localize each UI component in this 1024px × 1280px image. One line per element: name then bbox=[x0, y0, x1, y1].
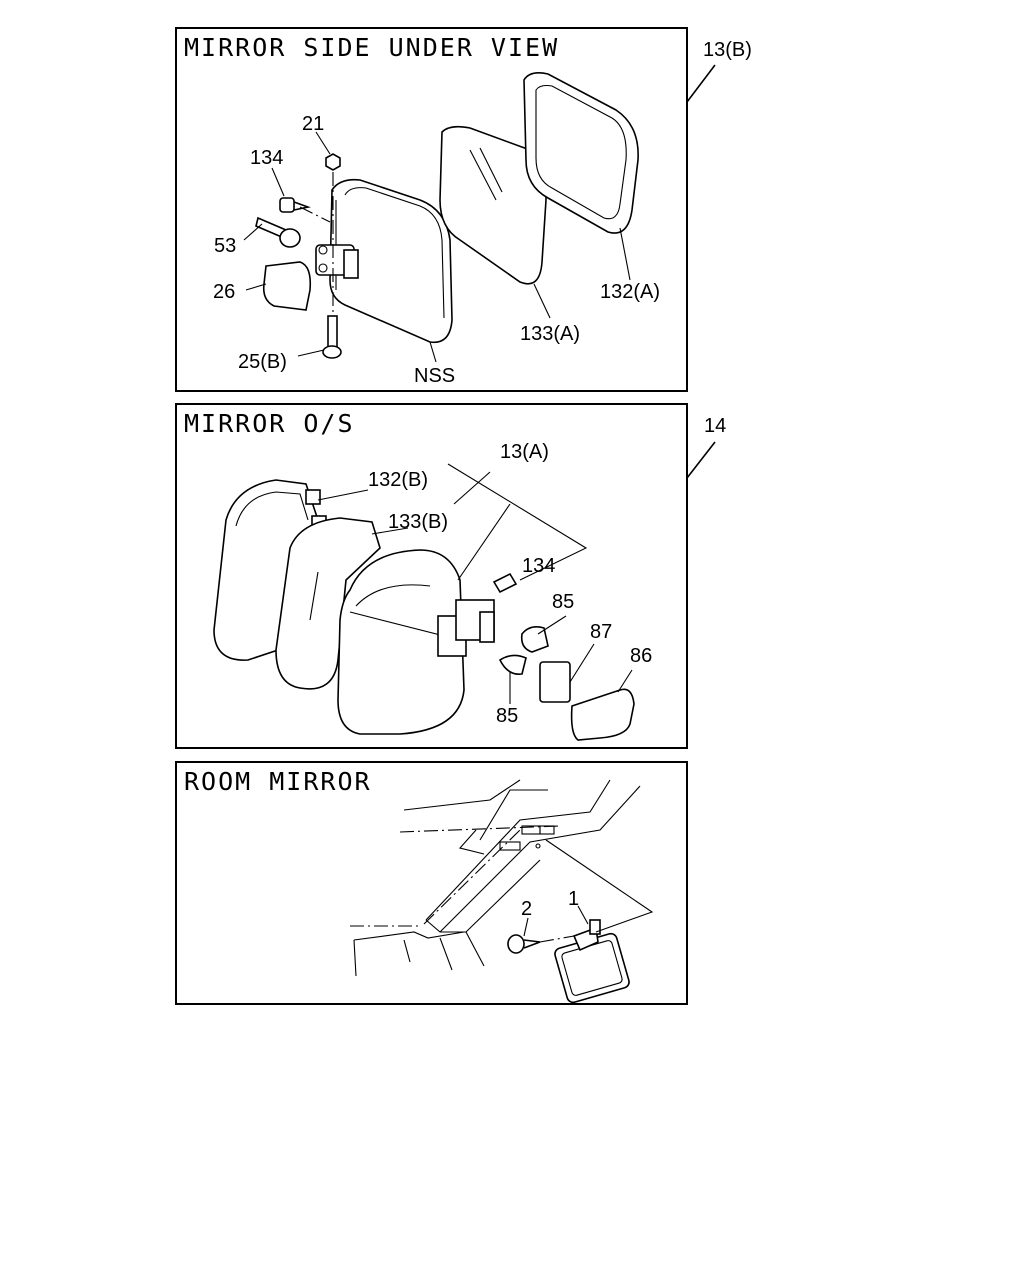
callout-134: 134 bbox=[522, 555, 555, 577]
ref-label: 14 bbox=[704, 415, 726, 437]
mirror-housing-os bbox=[337, 549, 495, 735]
callout-133a: 133(A) bbox=[520, 323, 580, 345]
callout-53: 53 bbox=[214, 235, 236, 257]
pin-53 bbox=[255, 216, 301, 248]
panel-frame bbox=[175, 761, 688, 1005]
panel-title: MIRROR SIDE UNDER VIEW bbox=[184, 33, 559, 62]
panel-mirror-os: MIRROR O/S 14 bbox=[175, 403, 726, 749]
bolt-25b bbox=[322, 315, 342, 359]
panel-frame bbox=[175, 403, 688, 749]
cover-86 bbox=[570, 688, 635, 741]
callout-2: 2 bbox=[521, 898, 532, 920]
room-mirror-1 bbox=[554, 919, 630, 1004]
screw-2 bbox=[507, 934, 541, 954]
callout-nss: NSS bbox=[414, 365, 455, 387]
panel-title: MIRROR O/S bbox=[184, 409, 355, 438]
nut-21 bbox=[325, 153, 341, 171]
callout-25b: 25(B) bbox=[238, 351, 287, 373]
roof-structure bbox=[350, 779, 641, 977]
callout-132a: 132(A) bbox=[600, 281, 660, 303]
callout-85-upper: 85 bbox=[552, 591, 574, 613]
callout-87: 87 bbox=[590, 621, 612, 643]
callout-132b: 132(B) bbox=[368, 469, 428, 491]
callout-13a: 13(A) bbox=[500, 441, 549, 463]
callout-133b: 133(B) bbox=[388, 511, 448, 533]
leader-line bbox=[686, 441, 716, 479]
mirror-glass-133b bbox=[275, 517, 381, 690]
ref-label: 13(B) bbox=[703, 39, 752, 61]
screw-134 bbox=[492, 572, 518, 594]
callout-85-lower: 85 bbox=[496, 705, 518, 727]
callout-26: 26 bbox=[213, 281, 235, 303]
callout-21: 21 bbox=[302, 113, 324, 135]
mirror-glass-133a bbox=[439, 125, 547, 285]
mirror-bracket bbox=[315, 244, 359, 279]
panel-frame bbox=[175, 27, 688, 392]
clip-85-lower bbox=[498, 654, 527, 676]
panel-mirror-side-under-view: MIRROR SIDE UNDER VIEW 13(B) bbox=[175, 27, 752, 392]
mirror-frame-132a bbox=[523, 72, 639, 234]
callout-134: 134 bbox=[250, 147, 283, 169]
leader-line bbox=[686, 64, 716, 103]
panel-title: ROOM MIRROR bbox=[184, 767, 372, 796]
screw-134 bbox=[279, 197, 331, 223]
block-87 bbox=[539, 661, 571, 703]
cap-26 bbox=[262, 261, 312, 311]
clip-85-upper bbox=[520, 626, 549, 653]
callout-1: 1 bbox=[568, 888, 579, 910]
panel-room-mirror: ROOM MIRROR bbox=[175, 761, 688, 1005]
callout-86: 86 bbox=[630, 645, 652, 667]
